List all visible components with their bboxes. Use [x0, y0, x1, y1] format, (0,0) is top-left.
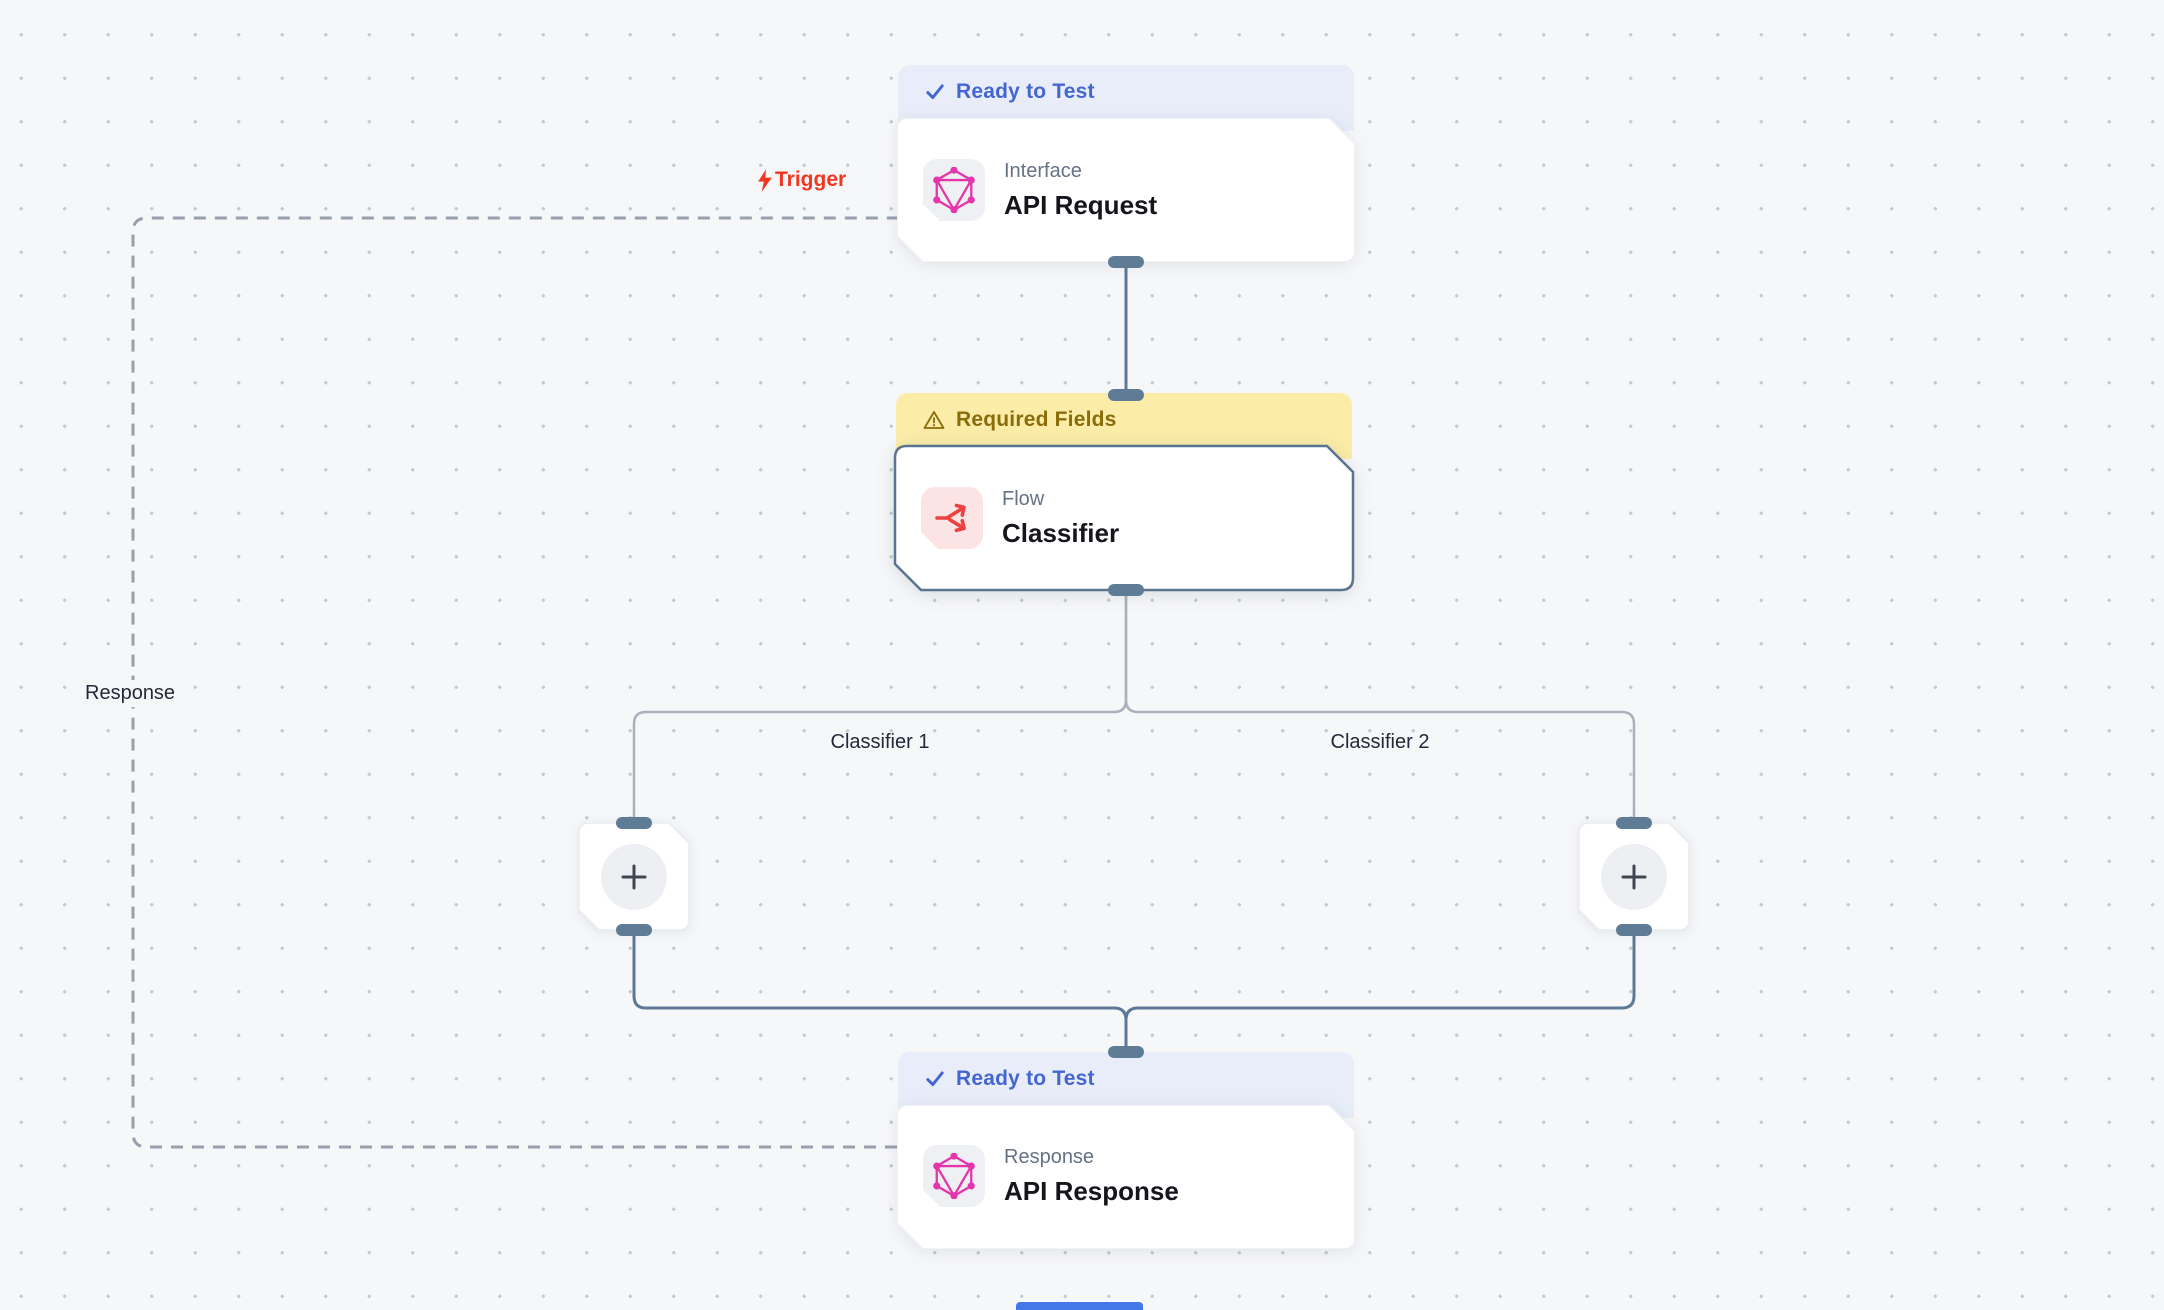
offscreen-node-peek[interactable] — [1016, 1302, 1143, 1310]
node-icon-tile — [923, 159, 985, 221]
handle-source-bottom[interactable] — [1616, 924, 1652, 936]
lightning-icon — [758, 168, 772, 192]
node-title: Classifier — [1002, 517, 1120, 548]
card-shape — [897, 118, 1355, 262]
status-badge-text: Required Fields — [956, 407, 1117, 431]
edge-classifier-branch1 — [632, 587, 1128, 817]
node-api-response[interactable]: Ready to Test Re — [897, 1046, 1355, 1249]
node-category: Interface — [1004, 159, 1082, 182]
handle-source-bottom[interactable] — [1108, 584, 1144, 596]
branch-2-label: Classifier 2 — [1300, 731, 1460, 754]
trigger-edge-label-text: Trigger — [775, 168, 847, 191]
graphql-icon — [933, 1153, 975, 1199]
handle-source-bottom[interactable] — [1108, 256, 1144, 268]
node-card: Flow Classifier — [893, 444, 1355, 592]
plus-icon — [621, 864, 647, 889]
status-badge-text: Ready to Test — [956, 79, 1095, 103]
handle-target-top[interactable] — [1616, 817, 1652, 829]
node-category: Flow — [1002, 487, 1045, 510]
node-card: Response API Response — [897, 1105, 1355, 1249]
node-icon-tile — [923, 1145, 985, 1207]
node-classifier[interactable]: Required Fields Flow Classifier — [893, 389, 1355, 596]
status-badge-text: Ready to Test — [956, 1066, 1095, 1090]
node-title: API Response — [1004, 1175, 1179, 1206]
add-step-button[interactable] — [601, 843, 667, 910]
add-step-button[interactable] — [1601, 843, 1667, 910]
add-step-node-branch1[interactable] — [579, 817, 689, 936]
check-icon — [926, 83, 944, 99]
card-shape — [893, 444, 1355, 592]
edge-classifier-branch2 — [1124, 587, 1636, 817]
branch-1-label: Classifier 1 — [800, 731, 960, 754]
edge-branch2-response — [1124, 924, 1636, 1021]
node-api-request[interactable]: Ready to Test In — [897, 65, 1355, 268]
check-icon — [926, 1070, 944, 1086]
node-category: Response — [1004, 1145, 1095, 1168]
node-card: Interface API Request — [897, 118, 1355, 262]
handle-target-top[interactable] — [1108, 1046, 1144, 1058]
card-shape — [897, 1105, 1355, 1249]
plus-icon — [1621, 864, 1647, 889]
branch-1-label-text: Classifier 1 — [830, 731, 930, 753]
response-edge-label-text: Response — [85, 682, 176, 704]
add-step-node-branch2[interactable] — [1579, 817, 1689, 936]
response-edge-label: Response — [80, 680, 181, 707]
trigger-edge-label: Trigger — [757, 168, 846, 192]
handle-target-top[interactable] — [616, 817, 652, 829]
edge-branch1-response — [632, 924, 1128, 1048]
graphql-icon — [933, 167, 975, 213]
branch-2-label-text: Classifier 2 — [1330, 731, 1430, 753]
handle-source-bottom[interactable] — [616, 924, 652, 936]
handle-target-top[interactable] — [1108, 389, 1144, 401]
node-title: API Request — [1004, 189, 1158, 220]
branch-arrows-icon — [932, 498, 972, 538]
warning-triangle-icon — [923, 410, 945, 429]
node-icon-tile — [921, 487, 983, 549]
